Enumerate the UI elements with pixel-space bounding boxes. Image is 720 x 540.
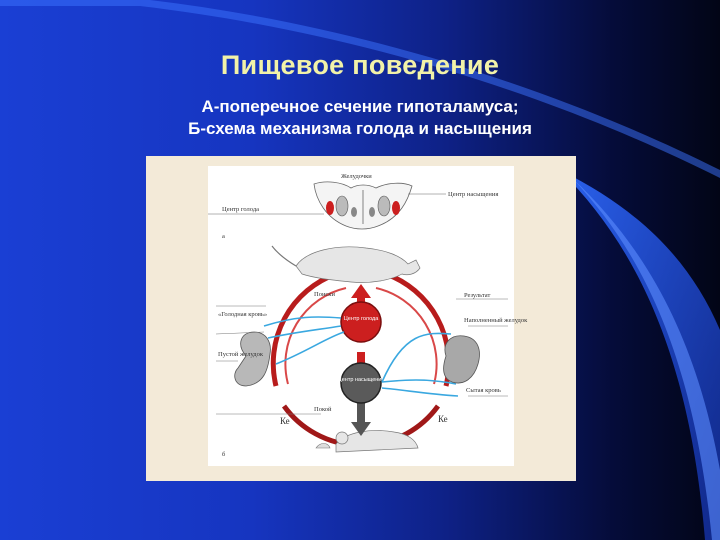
label-ke-right: Ке — [438, 414, 448, 424]
label-full-stomach: Наполненный желудок — [464, 317, 528, 324]
label-satiated-blood: Сытая кровь — [466, 387, 501, 394]
hypothalamus-cross-section — [313, 181, 413, 230]
diagram-figure: Желудочки Центр насыщения Центр голода а — [146, 156, 576, 481]
label-rest: Покой — [314, 406, 332, 413]
leader-lines — [215, 298, 508, 415]
hunger-satiety-diagram: Желудочки Центр насыщения Центр голода а — [208, 166, 528, 466]
signal-arrows — [263, 316, 459, 397]
satiety-arrow — [351, 396, 371, 436]
slide-title: Пищевое поведение — [220, 50, 500, 80]
slide-subtitle-line-2: Б-схема механизма голода и насыщения — [188, 119, 532, 138]
full-stomach-illustration — [443, 335, 480, 384]
label-satiety-center: Центр насыщения — [448, 191, 498, 198]
slide-subtitle-line-1: А-поперечное сечение гипоталамуса; — [201, 97, 519, 116]
label-ke-left: Ке — [280, 416, 290, 426]
label-hunger-center: Центр голода — [222, 206, 259, 213]
label-empty-stomach: Пустой желудок — [218, 351, 264, 358]
satiety-center-node-label: Центр насыщения — [338, 377, 385, 383]
panel-a-letter: а — [222, 233, 225, 240]
label-result: Результат — [464, 292, 490, 299]
label-search: Поиски — [314, 291, 335, 298]
hunger-center-node — [340, 301, 382, 343]
cat-resting-illustration — [315, 430, 419, 453]
panel-b-letter: б — [222, 451, 226, 458]
hunger-center-node-label: Центр голода — [344, 316, 380, 322]
label-hungry-blood: «Голодная кровь» — [218, 311, 267, 318]
cat-searching-illustration — [271, 245, 421, 283]
empty-stomach-illustration — [234, 331, 271, 387]
satiety-center-node — [340, 362, 382, 404]
label-stomach-top: Желудочки — [341, 173, 372, 180]
